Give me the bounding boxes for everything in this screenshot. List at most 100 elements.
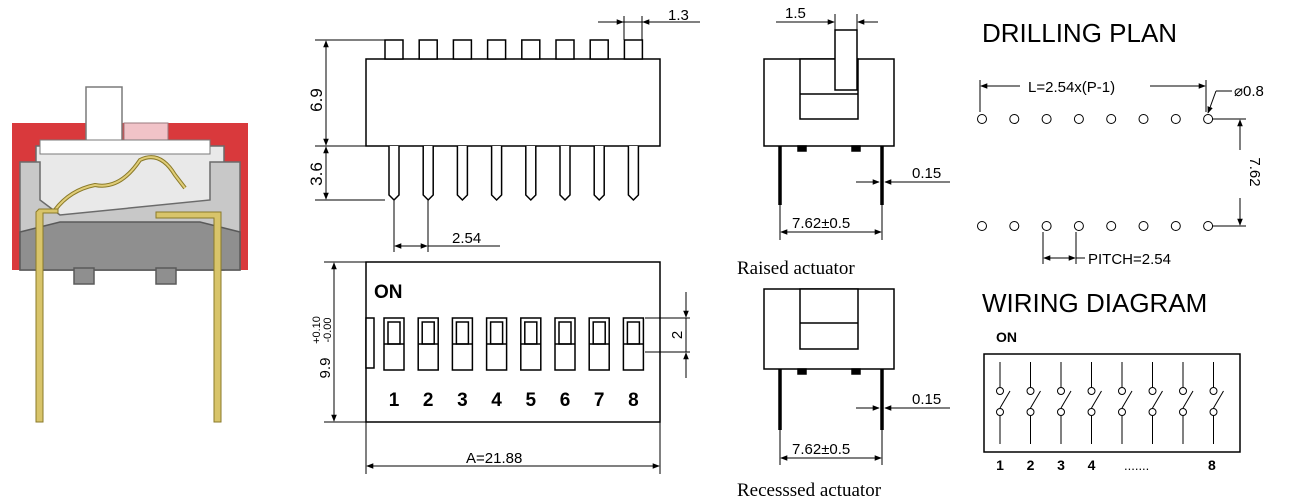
- wire-switch-blade: [1121, 390, 1133, 409]
- dim-top-width: 1.3: [668, 7, 689, 24]
- switch-number: 1: [389, 390, 400, 411]
- side-pin: [559, 146, 571, 202]
- wire-contact-bottom: [1057, 408, 1065, 416]
- wire-switch-blade: [1030, 390, 1041, 409]
- switch-actuator: [558, 321, 572, 345]
- wiring-number: 1: [996, 457, 1004, 473]
- side-tab: [521, 39, 541, 60]
- wire-contact-top: [1026, 387, 1035, 395]
- wire-contact-bottom: [1209, 408, 1218, 416]
- base-foot-left: [73, 267, 95, 285]
- side-pin: [627, 146, 640, 202]
- dim-height-body: 6.9: [307, 88, 326, 112]
- switch-cross-section: [12, 86, 248, 423]
- switch-actuator: [626, 321, 641, 345]
- dim-height-top-view: 9.9: [317, 358, 334, 379]
- raised-foot-left: [797, 145, 807, 152]
- recessed-actuator-caption: Recesssed actuator: [737, 480, 882, 501]
- wire-contact-top: [1057, 387, 1065, 395]
- drill-hole: [1106, 221, 1117, 231]
- recessed-actuator-view: [763, 288, 950, 465]
- wire-switch-blade: [999, 390, 1011, 409]
- wire-contact-top: [1209, 387, 1218, 395]
- slider-bar: [39, 139, 211, 155]
- side-tab: [418, 39, 438, 60]
- dim-height-tol-plus: +0.10: [311, 316, 323, 344]
- raised-knob: [834, 29, 858, 91]
- wiring-number: 3: [1057, 457, 1065, 473]
- drill-hole: [1138, 221, 1149, 231]
- top-body: [365, 261, 661, 423]
- switch-number: 6: [560, 390, 571, 411]
- contact-spring-highlight: [54, 156, 186, 211]
- drilling-hole-dia: ⌀0.8: [1234, 83, 1264, 100]
- recessed-foot-left: [797, 368, 807, 375]
- side-pin: [525, 146, 537, 202]
- drill-hole: [1106, 114, 1117, 124]
- wire-contact-top: [1179, 387, 1187, 395]
- switch-actuator: [524, 321, 538, 345]
- side-tab: [452, 39, 473, 60]
- drill-hole: [1073, 221, 1084, 231]
- drilling-plan: [977, 80, 1246, 264]
- wiring-diagram: [983, 353, 1241, 453]
- side-pin: [388, 146, 400, 202]
- top-view-on-label: ON: [374, 282, 403, 303]
- drill-hole: [1041, 114, 1052, 124]
- pin-left: [35, 208, 59, 423]
- raised-actuator-caption: Raised actuator: [737, 258, 855, 279]
- drill-hole: [1009, 221, 1020, 231]
- switch-number: 8: [628, 390, 639, 411]
- dim-height-pins: 3.6: [307, 162, 326, 186]
- drill-hole: [1138, 114, 1149, 124]
- raised-foot-right: [851, 145, 861, 152]
- dim-pin-thk-raised: 0.15: [912, 165, 941, 182]
- side-tab: [555, 39, 575, 60]
- drill-hole: [1170, 114, 1181, 124]
- drill-hole: [977, 221, 987, 231]
- wire-contact-bottom: [1118, 408, 1126, 416]
- wire-contact-bottom: [1087, 408, 1096, 416]
- dim-top-tab: 1.5: [785, 5, 806, 22]
- wire-switch-blade: [1091, 390, 1102, 409]
- wire-contact-top: [1148, 387, 1157, 395]
- side-pin: [593, 146, 605, 202]
- dim-slot: 2: [669, 331, 686, 339]
- side-pins: [388, 146, 640, 202]
- raised-actuator-view: [763, 14, 950, 240]
- switch-number: 2: [423, 390, 434, 411]
- side-body: [365, 58, 661, 147]
- wire-contact-top: [1118, 387, 1126, 395]
- wire-contact-bottom: [1026, 408, 1035, 416]
- dim-height-tol-minus: -0.00: [322, 317, 334, 342]
- drill-hole: [1170, 221, 1181, 231]
- drill-hole: [1073, 114, 1084, 124]
- wire-switch-blade: [1213, 390, 1224, 409]
- wiring-on-label: ON: [996, 329, 1017, 345]
- wire-contact-top: [996, 387, 1004, 395]
- switch-actuator: [592, 321, 606, 345]
- wire-switch-blade: [1152, 390, 1163, 409]
- drill-hole: [977, 114, 987, 124]
- drill-hole: [1041, 221, 1052, 231]
- side-tab: [589, 39, 609, 60]
- side-pin: [456, 146, 469, 202]
- wire-contact-bottom: [1148, 408, 1157, 416]
- wire-contact-top: [1087, 387, 1096, 395]
- dim-row-spacing-raised: 7.62±0.5: [792, 215, 850, 232]
- actuator-knob: [85, 86, 123, 145]
- wire-switch-blade: [1060, 390, 1072, 409]
- side-pin: [490, 146, 503, 202]
- dim-row-spacing-recessed: 7.62±0.5: [792, 441, 850, 458]
- side-tab: [384, 39, 404, 60]
- drill-hole: [1203, 221, 1214, 231]
- dim-pin-pitch: 2.54: [452, 230, 481, 247]
- wiring-switches: [996, 362, 1224, 444]
- wiring-ellipsis: .......: [1124, 458, 1149, 473]
- top-switch-slots: [383, 317, 645, 371]
- side-pin: [422, 146, 434, 202]
- switch-number: 4: [491, 390, 502, 411]
- drill-holes: [977, 114, 1214, 231]
